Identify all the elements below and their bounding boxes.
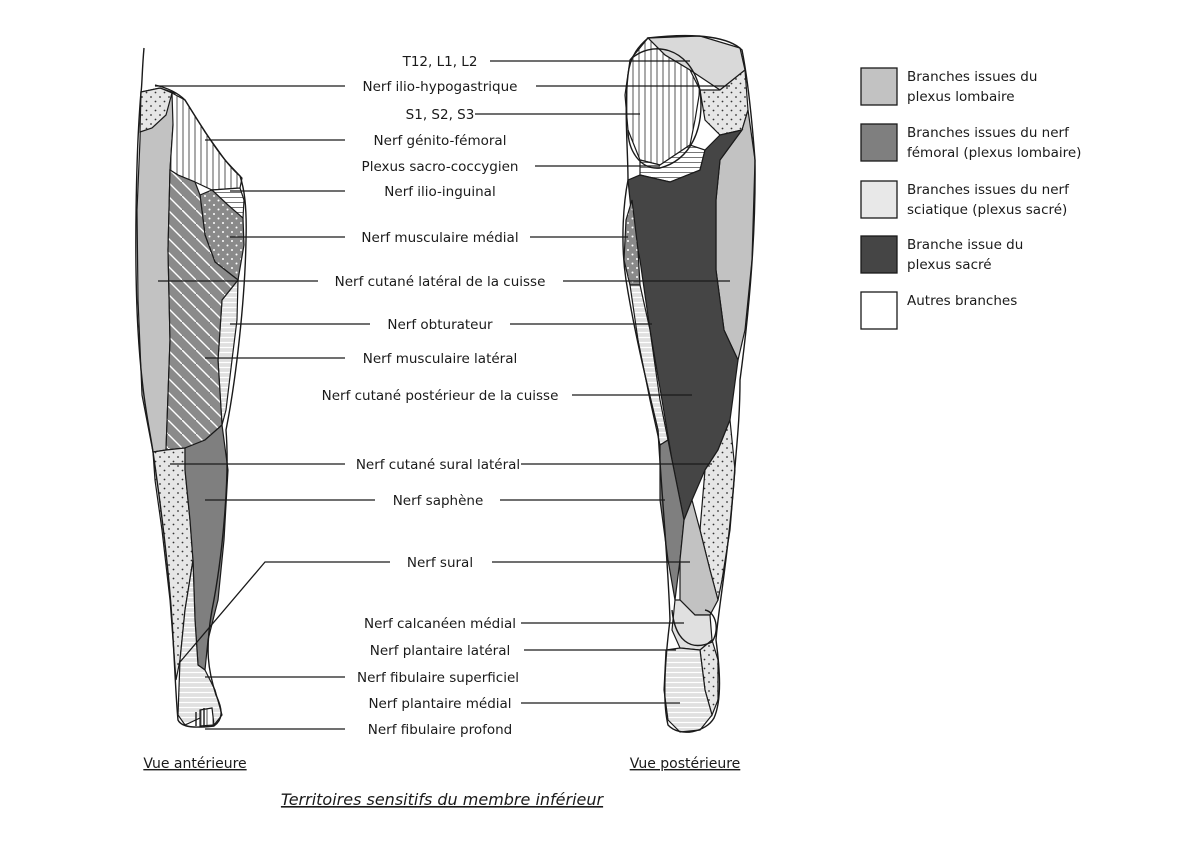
anterior-leg <box>135 47 247 728</box>
label-saphene: Nerf saphène <box>393 493 484 509</box>
region-genitofemoral-anterior <box>169 91 243 191</box>
legend-label: fémoral (plexus lombaire) <box>907 145 1081 161</box>
view-posterior-label: Vue postérieure <box>630 756 741 772</box>
legend-swatch <box>860 123 898 162</box>
region-iliohypogastric-anterior <box>139 87 173 133</box>
posterior-leg-outline <box>622 34 756 733</box>
label-plantaire-lateral: Nerf plantaire latéral <box>370 643 511 659</box>
legend-swatch <box>860 235 898 274</box>
legend-label: sciatique (plexus sacré) <box>907 202 1067 218</box>
label-calcaneen-medial: Nerf calcanéen médial <box>364 616 516 632</box>
region-saphenous-anterior <box>184 423 229 672</box>
leader-lines <box>155 60 730 730</box>
legend-label: plexus sacré <box>907 257 992 273</box>
label-obturateur: Nerf obturateur <box>387 317 493 333</box>
legend-label: Branche issue du <box>907 237 1023 253</box>
label-plantaire-medial: Nerf plantaire médial <box>368 696 511 712</box>
figure-caption: Territoires sensitifs du membre inférieu… <box>281 790 605 809</box>
legend-swatch <box>860 291 898 330</box>
region-lateral-muscular-anterior <box>165 168 239 451</box>
label-cutane-sural-lateral: Nerf cutané sural latéral <box>356 457 520 473</box>
label-ilio-inguinal: Nerf ilio-inguinal <box>384 184 495 200</box>
label-plexus-sacro-coccygien: Plexus sacro-coccygien <box>362 159 519 175</box>
legend-label: Autres branches <box>907 293 1017 309</box>
label-genito-femoral: Nerf génito-fémoral <box>374 133 507 149</box>
legend: Branches issues du plexus lombaireBranche… <box>860 67 1081 330</box>
label-sural: Nerf sural <box>407 555 473 571</box>
region-sural-posterior <box>679 498 719 616</box>
region-plantar-medial-posterior <box>663 647 713 733</box>
anterior-leg-outline <box>135 47 247 728</box>
label-cutane-posterieur-cuisse: Nerf cutané postérieur de la cuisse <box>322 388 559 404</box>
posterior-leg <box>622 34 756 733</box>
view-anterior-label: Vue antérieure <box>143 756 246 772</box>
label-s1-s2-s3: S1, S2, S3 <box>406 107 475 123</box>
legend-label: Branches issues du nerf <box>907 125 1070 141</box>
legend-label: Branches issues du nerf <box>907 182 1070 198</box>
label-t12-l1-l2: T12, L1, L2 <box>402 54 478 70</box>
label-cutane-lateral-cuisse: Nerf cutané latéral de la cuisse <box>335 274 546 290</box>
legend-swatch <box>860 180 898 219</box>
region-s1-s3-posterior <box>624 37 701 166</box>
label-musculaire-medial: Nerf musculaire médial <box>361 230 518 246</box>
label-musculaire-lateral: Nerf musculaire latéral <box>363 351 518 367</box>
region-posterior-cutaneous-posterior <box>627 129 744 523</box>
label-fibulaire-profond: Nerf fibulaire profond <box>368 722 512 738</box>
legend-label: plexus lombaire <box>907 89 1015 105</box>
nerve-labels: T12, L1, L2 Nerf ilio-hypogastrique S1, … <box>322 54 559 738</box>
label-fibulaire-superficiel: Nerf fibulaire superficiel <box>357 670 519 686</box>
label-ilio-hypogastrique: Nerf ilio-hypogastrique <box>363 79 518 95</box>
region-deep-fibular-anterior <box>199 707 215 727</box>
buttock-fold <box>627 48 702 169</box>
legend-label: Branches issues du <box>907 69 1037 85</box>
heel-outline <box>671 609 717 647</box>
legend-swatch <box>860 67 898 106</box>
